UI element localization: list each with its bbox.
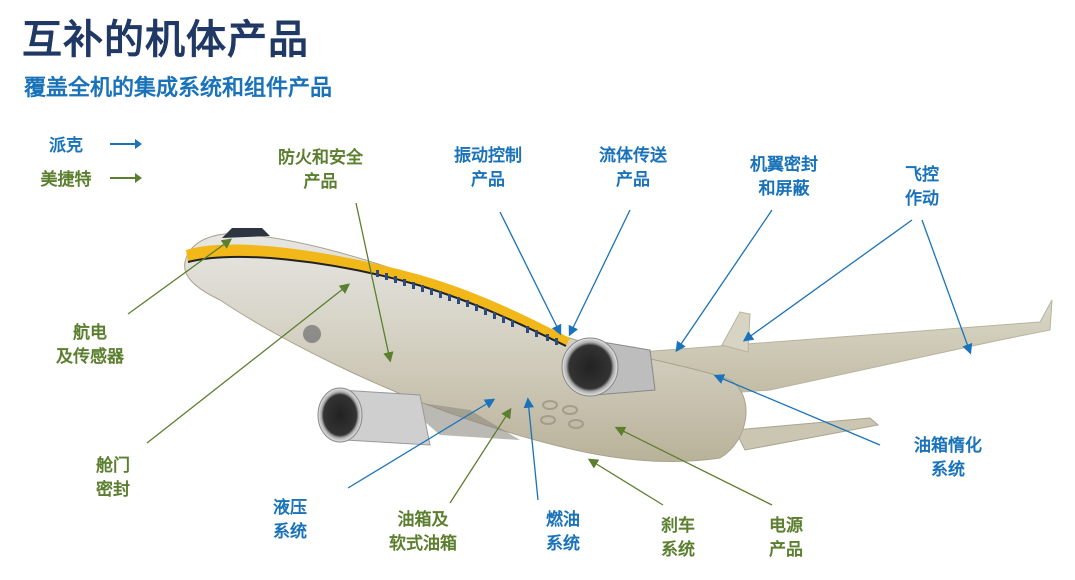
callout-door-seals: 舱门密封 bbox=[96, 456, 130, 500]
page-title: 互补的机体产品 bbox=[22, 17, 309, 63]
callout-fluid-conveyance: 流体传送产品 bbox=[599, 146, 667, 190]
vertical-stabilizer bbox=[721, 311, 751, 353]
legend-label: 美捷特 bbox=[40, 170, 92, 190]
legend-label: 派克 bbox=[49, 136, 83, 156]
callout-hydraulics: 液压系统 bbox=[273, 498, 307, 542]
callout-fuel-tanks: 油箱及软式油箱 bbox=[389, 510, 457, 554]
legend-item-parker: 派克 bbox=[26, 131, 142, 156]
arrow-right-icon bbox=[110, 138, 142, 149]
page-subtitle: 覆盖全机的集成系统和组件产品 bbox=[24, 76, 333, 101]
meggitt-leader-lines bbox=[127, 202, 773, 506]
callout-fire-safety: 防火和安全产品 bbox=[278, 148, 363, 192]
callout-brakes: 刹车系统 bbox=[661, 516, 695, 560]
horizontal-stabilizer bbox=[734, 417, 880, 451]
fuselage bbox=[184, 228, 747, 462]
callout-wing-seals: 机翼密封和屏蔽 bbox=[750, 155, 818, 199]
arrow-right-icon bbox=[110, 172, 142, 183]
callout-flight-control: 飞控作动 bbox=[905, 165, 939, 209]
callout-vibration-control: 振动控制产品 bbox=[454, 146, 522, 190]
left-engine bbox=[317, 387, 431, 446]
parker-leader-lines bbox=[347, 209, 973, 501]
legend-item-meggitt: 美捷特 bbox=[26, 165, 142, 190]
callout-fuel-system: 燃油系统 bbox=[546, 510, 580, 554]
callout-power: 电源产品 bbox=[769, 516, 803, 560]
right-engine bbox=[561, 337, 656, 397]
callout-avionics: 航电及传感器 bbox=[56, 323, 124, 367]
callout-fuel-inerting: 油箱惰化系统 bbox=[914, 436, 982, 480]
